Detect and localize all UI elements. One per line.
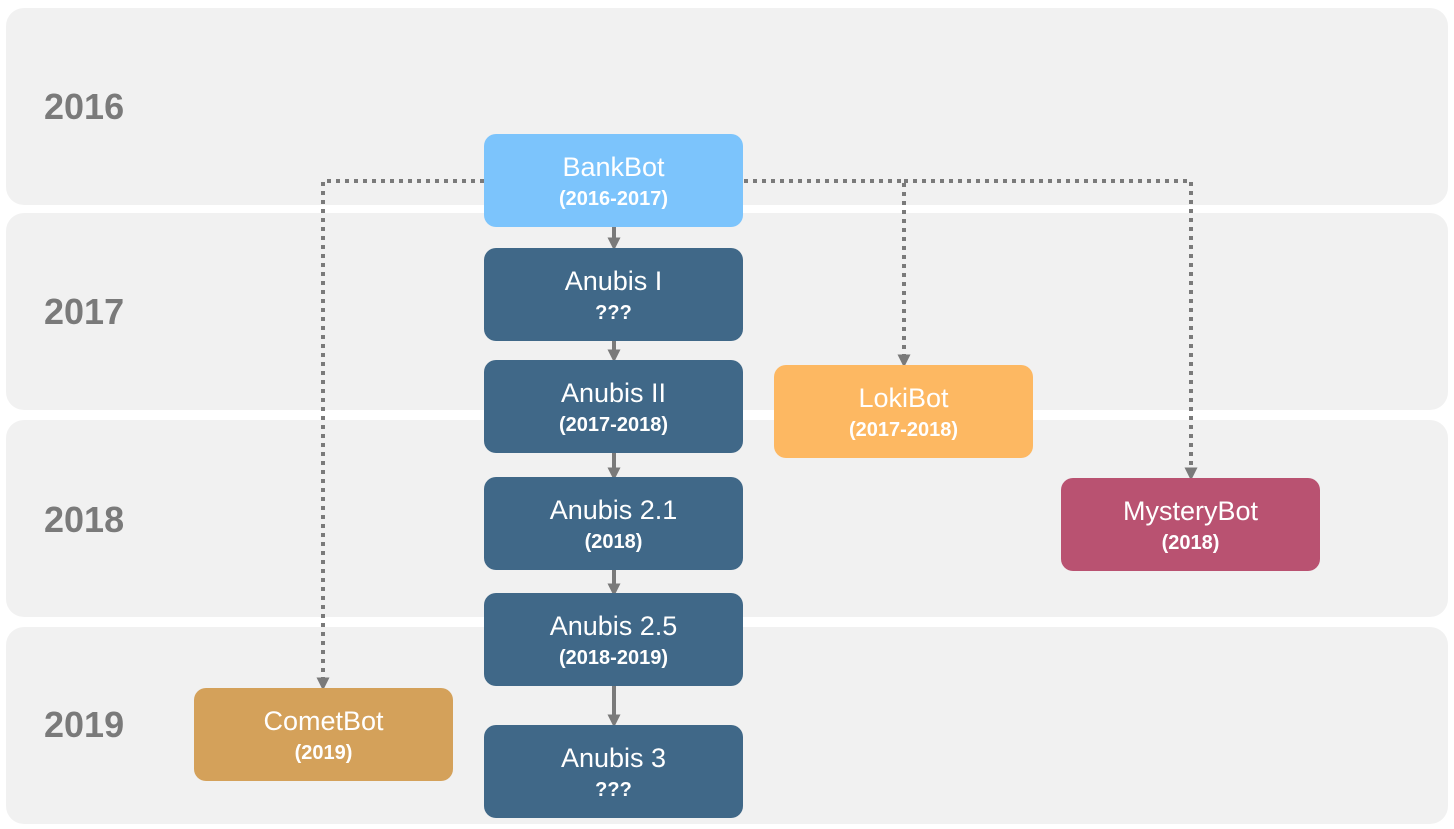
node-lokibot-name: LokiBot — [858, 383, 949, 414]
dotted-link-lokibot — [744, 179, 911, 368]
node-lokibot-date: (2017-2018) — [849, 418, 958, 441]
node-mysterybot: MysteryBot (2018) — [1061, 478, 1320, 571]
node-anubis-3-name: Anubis 3 — [560, 743, 667, 774]
node-mysterybot-date: (2018) — [1161, 531, 1220, 554]
year-label-2019: 2019 — [44, 704, 125, 745]
node-bankbot: BankBot (2016-2017) — [484, 134, 743, 227]
node-mysterybot-name: MysteryBot — [1122, 496, 1259, 527]
node-anubis-2-5: Anubis 2.5 (2018-2019) — [484, 593, 743, 686]
node-anubis-2-1-date: (2018) — [584, 530, 643, 553]
node-anubis-2: Anubis II (2017-2018) — [484, 360, 743, 453]
node-anubis-2-5-date: (2018-2019) — [559, 646, 668, 669]
dotted-link-cometbot — [316, 179, 484, 691]
node-anubis-3-date: ??? — [595, 778, 632, 801]
year-label-2016: 2016 — [44, 86, 125, 127]
node-cometbot-date: (2019) — [294, 741, 353, 764]
node-anubis-3: Anubis 3 ??? — [484, 725, 743, 818]
node-anubis-2-1-name: Anubis 2.1 — [549, 495, 678, 526]
year-label-2018: 2018 — [44, 499, 125, 540]
node-bankbot-name: BankBot — [562, 152, 665, 183]
node-anubis-1-name: Anubis I — [564, 266, 663, 297]
node-anubis-2-1: Anubis 2.1 (2018) — [484, 477, 743, 570]
node-anubis-2-date: (2017-2018) — [559, 413, 668, 436]
node-anubis-2-name: Anubis II — [560, 378, 667, 409]
node-anubis-2-5-name: Anubis 2.5 — [549, 611, 678, 642]
node-bankbot-date: (2016-2017) — [559, 187, 668, 210]
node-anubis-1: Anubis I ??? — [484, 248, 743, 341]
year-label-2017: 2017 — [44, 291, 125, 332]
node-cometbot: CometBot (2019) — [194, 688, 453, 781]
node-anubis-1-date: ??? — [595, 301, 632, 324]
node-cometbot-name: CometBot — [263, 706, 384, 737]
node-lokibot: LokiBot (2017-2018) — [774, 365, 1033, 458]
